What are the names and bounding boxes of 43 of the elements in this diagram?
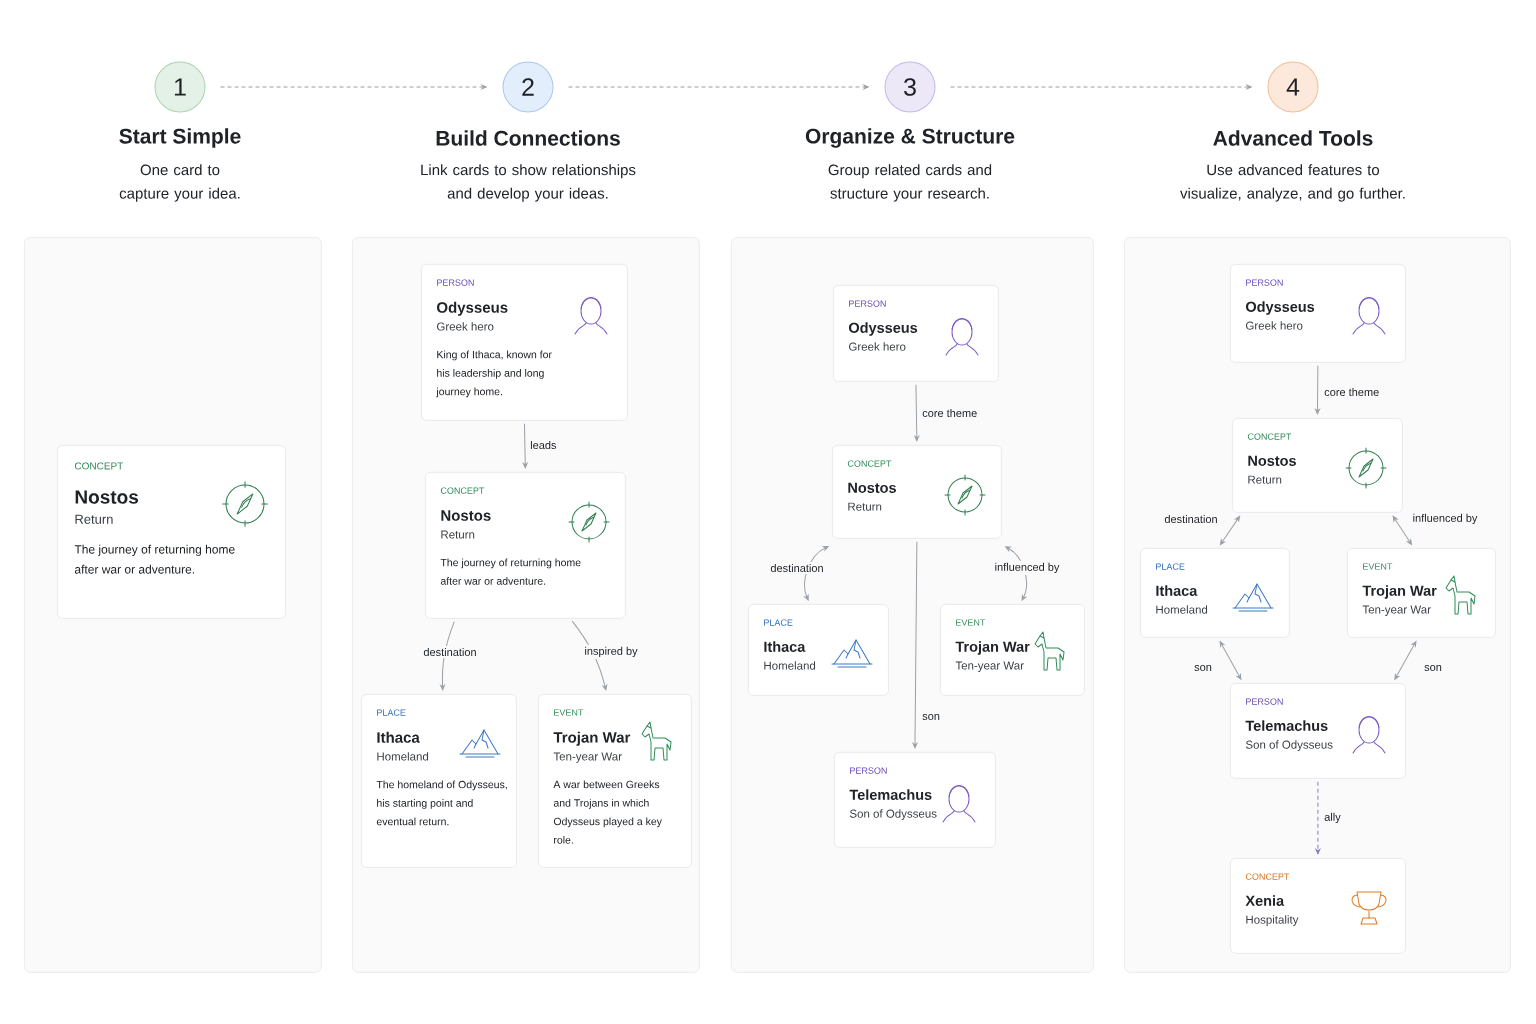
arrow: [912, 541, 918, 749]
arrow: [1315, 365, 1320, 415]
arrow: [950, 84, 1252, 90]
arrow: [220, 84, 487, 90]
arrow: [522, 423, 528, 469]
card: PERSON Telemachus Son of Odysseus: [1230, 683, 1406, 779]
step-title: Build Connections: [436, 130, 620, 146]
step-description: Group related cards and structure your research.: [828, 164, 992, 202]
step-title: Start Simple: [119, 128, 241, 148]
card: CONCEPT Nostos Return The journey of returning home after war or adventure.: [425, 472, 626, 619]
card: PERSON Telemachus Son of Odysseus: [834, 752, 996, 848]
step-description: Link cards to show relationships and develop your ideas.: [421, 164, 636, 202]
arrow: [568, 84, 869, 90]
arrow: [1219, 641, 1242, 680]
step-description: One card to capture your idea.: [119, 164, 240, 202]
card: EVENT Trojan War Ten-year War A war between Greeks and Trojans in which Odysseus played a key role.: [538, 694, 692, 868]
card: PLACE Ithaca Homeland: [748, 604, 889, 696]
card: EVENT Trojan War Ten-year War: [940, 604, 1085, 696]
card: CONCEPT Nostos Return: [832, 445, 1002, 539]
card: CONCEPT Nostos Return The journey of returning home after war or adventure.: [57, 445, 286, 619]
card: PERSON Odysseus Greek hero King of Ithaca, known for his leadership and long journey home.: [421, 264, 628, 421]
card: CONCEPT Nostos Return: [1232, 418, 1403, 513]
step-title: Advanced Tools: [1213, 130, 1373, 146]
arrow: [804, 546, 829, 601]
arrow: [1005, 546, 1027, 601]
arrow: [1219, 515, 1241, 545]
step-title: Organize & Structure: [805, 128, 1015, 148]
step-description: Use advanced features to visualize, analyze, and go further.: [1180, 164, 1405, 202]
arrow: [1392, 515, 1412, 545]
card: PLACE Ithaca Homeland: [1140, 548, 1290, 638]
arrow: [440, 621, 455, 691]
edge-label: son: [1422, 663, 1444, 673]
card: PLACE Ithaca Homeland The homeland of Odysseus, his starting point and eventual return.: [361, 694, 517, 868]
edge-label: son: [1192, 663, 1214, 673]
arrow: [1394, 641, 1417, 680]
card: EVENT Trojan War Ten-year War: [1347, 548, 1496, 638]
arrow: [1315, 781, 1321, 855]
arrow: [914, 384, 920, 442]
arrow: [571, 620, 608, 691]
edge-label: son: [920, 712, 942, 722]
card: PERSON Odysseus Greek hero: [1230, 264, 1406, 363]
card: CONCEPT Xenia Hospitality: [1230, 858, 1406, 954]
card: PERSON Odysseus Greek hero: [833, 285, 999, 382]
